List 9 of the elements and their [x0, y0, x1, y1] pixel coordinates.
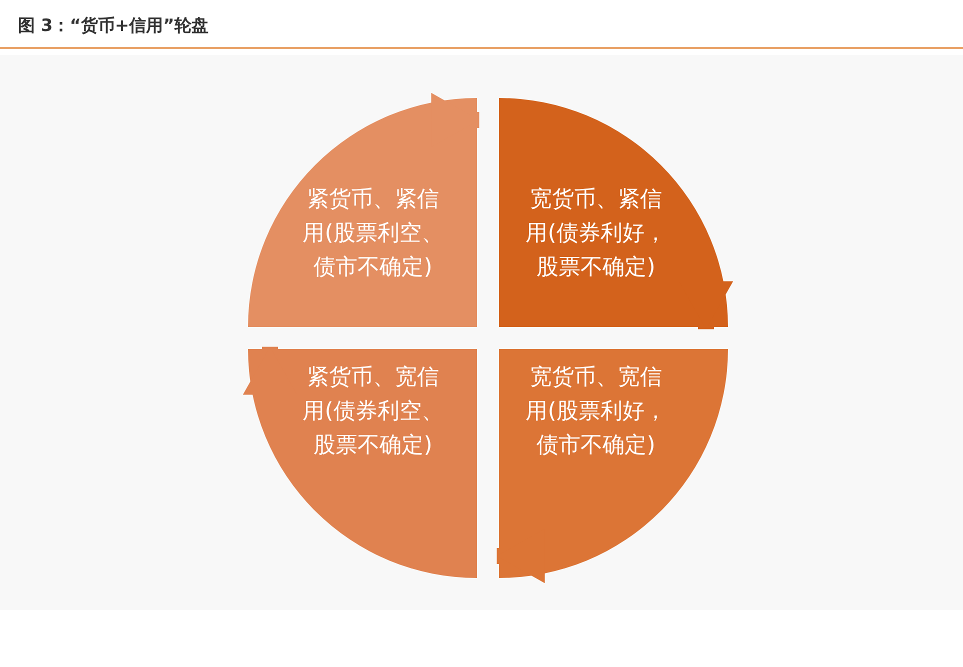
- segment-text: 紧货币、紧信用(股票利空、债市不确定): [302, 186, 444, 282]
- figure-title: 图 3：“货币+信用”轮盘: [18, 15, 208, 37]
- segment-text: 宽货币、紧信用(债券利好，股票不确定): [524, 186, 668, 282]
- quarter-circle-segment: [499, 98, 728, 327]
- quarter-circle-segment: [248, 349, 477, 578]
- segment-text: 宽货币、宽信用(股票利好，债市不确定): [524, 364, 668, 460]
- segment-text: 紧货币、宽信用(债券利空、股票不确定): [302, 364, 444, 460]
- quarter-circle-segment: [499, 349, 728, 578]
- quarter-circle-segment: [248, 98, 477, 327]
